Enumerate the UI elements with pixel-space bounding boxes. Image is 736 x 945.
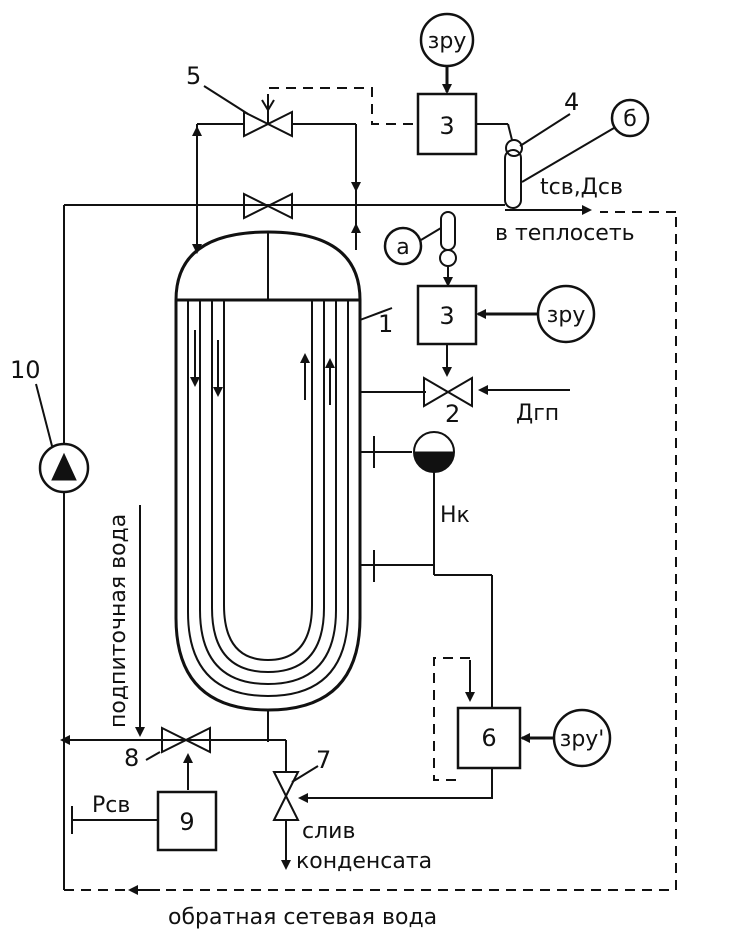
svg-text:зру: зру: [428, 29, 467, 54]
sensor-b: б: [521, 98, 650, 183]
level-gauge: [360, 431, 493, 710]
top-piping: [64, 123, 592, 254]
valve-8[interactable]: [145, 726, 268, 761]
valve-2[interactable]: [423, 376, 473, 408]
svg-text:зру: зру: [547, 303, 586, 328]
label-8: 8: [124, 744, 139, 772]
drain-label: слив: [302, 819, 355, 844]
controller-3-mid: 3: [416, 284, 478, 346]
p-sv-label: Рсв: [92, 793, 130, 818]
svg-text:4: 4: [564, 88, 579, 116]
zru-mid: зру: [476, 284, 596, 344]
control-link-7: [298, 768, 493, 803]
label-10: 10: [10, 356, 41, 384]
label-7: 7: [316, 746, 331, 774]
zru-bottom: зру': [520, 708, 612, 768]
valve-7[interactable]: [272, 765, 319, 821]
h-k-label: Нк: [440, 503, 470, 528]
valve-5[interactable]: [243, 99, 293, 138]
condensate-label: конденсата: [296, 849, 432, 874]
header-valve[interactable]: [243, 192, 293, 220]
controller-3-top: 3: [416, 92, 478, 156]
makeup-water-label: подпиточная вода: [106, 514, 131, 728]
svg-text:зру': зру': [560, 727, 605, 752]
to-network-label: в теплосеть: [495, 221, 635, 246]
sensor-4: 4: [476, 88, 579, 209]
label-2: 2: [445, 400, 460, 428]
pump-10[interactable]: [38, 442, 90, 494]
svg-text:б: б: [623, 107, 637, 132]
heater-vessel: [174, 230, 362, 742]
zru-top: зру: [419, 12, 475, 94]
return-loop: [63, 205, 677, 895]
control-link-5: [267, 87, 418, 125]
svg-text:6: 6: [481, 724, 496, 752]
sensor-a: а: [383, 211, 457, 287]
control-link-6: [433, 657, 470, 781]
label-1: 1: [378, 310, 393, 338]
svg-text:3: 3: [439, 302, 454, 330]
svg-text:3: 3: [439, 112, 454, 140]
controller-6: 6: [456, 706, 522, 770]
t-sv-label: tсв,Дсв: [540, 175, 623, 200]
makeup-line: [60, 505, 160, 745]
d-gp-label: Дгп: [516, 401, 559, 426]
regulator-9: 9: [156, 790, 218, 852]
svg-text:а: а: [396, 235, 409, 260]
label-5: 5: [186, 62, 201, 90]
steam-line: [359, 307, 570, 395]
svg-text:9: 9: [179, 808, 194, 836]
return-water-label: обратная сетевая вода: [168, 905, 437, 930]
